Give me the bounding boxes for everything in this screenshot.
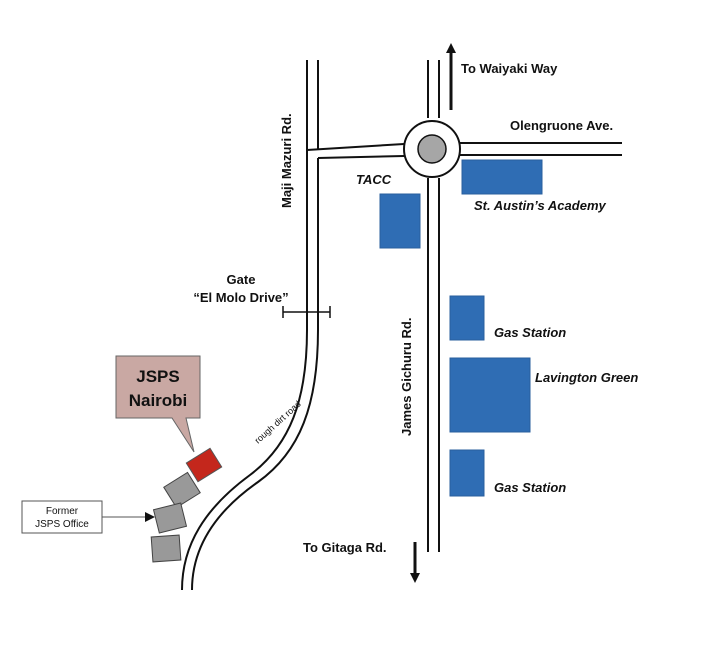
gate-label-line1: Gate xyxy=(227,272,256,287)
james-gichuru-road xyxy=(427,60,440,552)
tacc-building xyxy=(379,193,421,249)
maji-mazuri-label: Maji Mazuri Rd. xyxy=(279,113,294,208)
jsps-label-line2: Nairobi xyxy=(129,391,188,410)
rough-dirt-road-label: rough dirt road xyxy=(253,399,303,446)
lavington-green-label: Lavington Green xyxy=(535,370,638,385)
gas-station-2-label: Gas Station xyxy=(494,480,566,495)
gas-station-1-building xyxy=(449,295,485,341)
former-office-label-line1: Former xyxy=(46,506,79,517)
former-jsps-buildings xyxy=(150,471,201,563)
jsps-label-line1: JSPS xyxy=(136,367,179,386)
roundabout xyxy=(403,120,461,178)
gate-label-line2: “El Molo Drive” xyxy=(193,290,288,305)
south-direction-label: To Gitaga Rd. xyxy=(303,540,387,555)
jsps-callout xyxy=(115,355,201,453)
lavington-green-building xyxy=(449,357,531,433)
tacc-label: TACC xyxy=(356,172,392,187)
st-austins-building xyxy=(461,159,543,195)
james-gichuru-label: James Gichuru Rd. xyxy=(399,318,414,436)
gas-station-1-label: Gas Station xyxy=(494,325,566,340)
north-direction-label: To Waiyaki Way xyxy=(461,61,558,76)
former-office-label-line2: JSPS Office xyxy=(35,519,89,530)
jsps-building xyxy=(185,447,223,483)
gate-marker xyxy=(282,306,331,318)
st-austins-label: St. Austin’s Academy xyxy=(474,198,606,213)
olengruone-label: Olengruone Ave. xyxy=(510,118,613,133)
former-office-box xyxy=(21,500,103,534)
olengruone-avenue xyxy=(306,142,622,159)
maji-mazuri-road xyxy=(181,60,319,591)
gas-station-2-building xyxy=(449,449,485,497)
